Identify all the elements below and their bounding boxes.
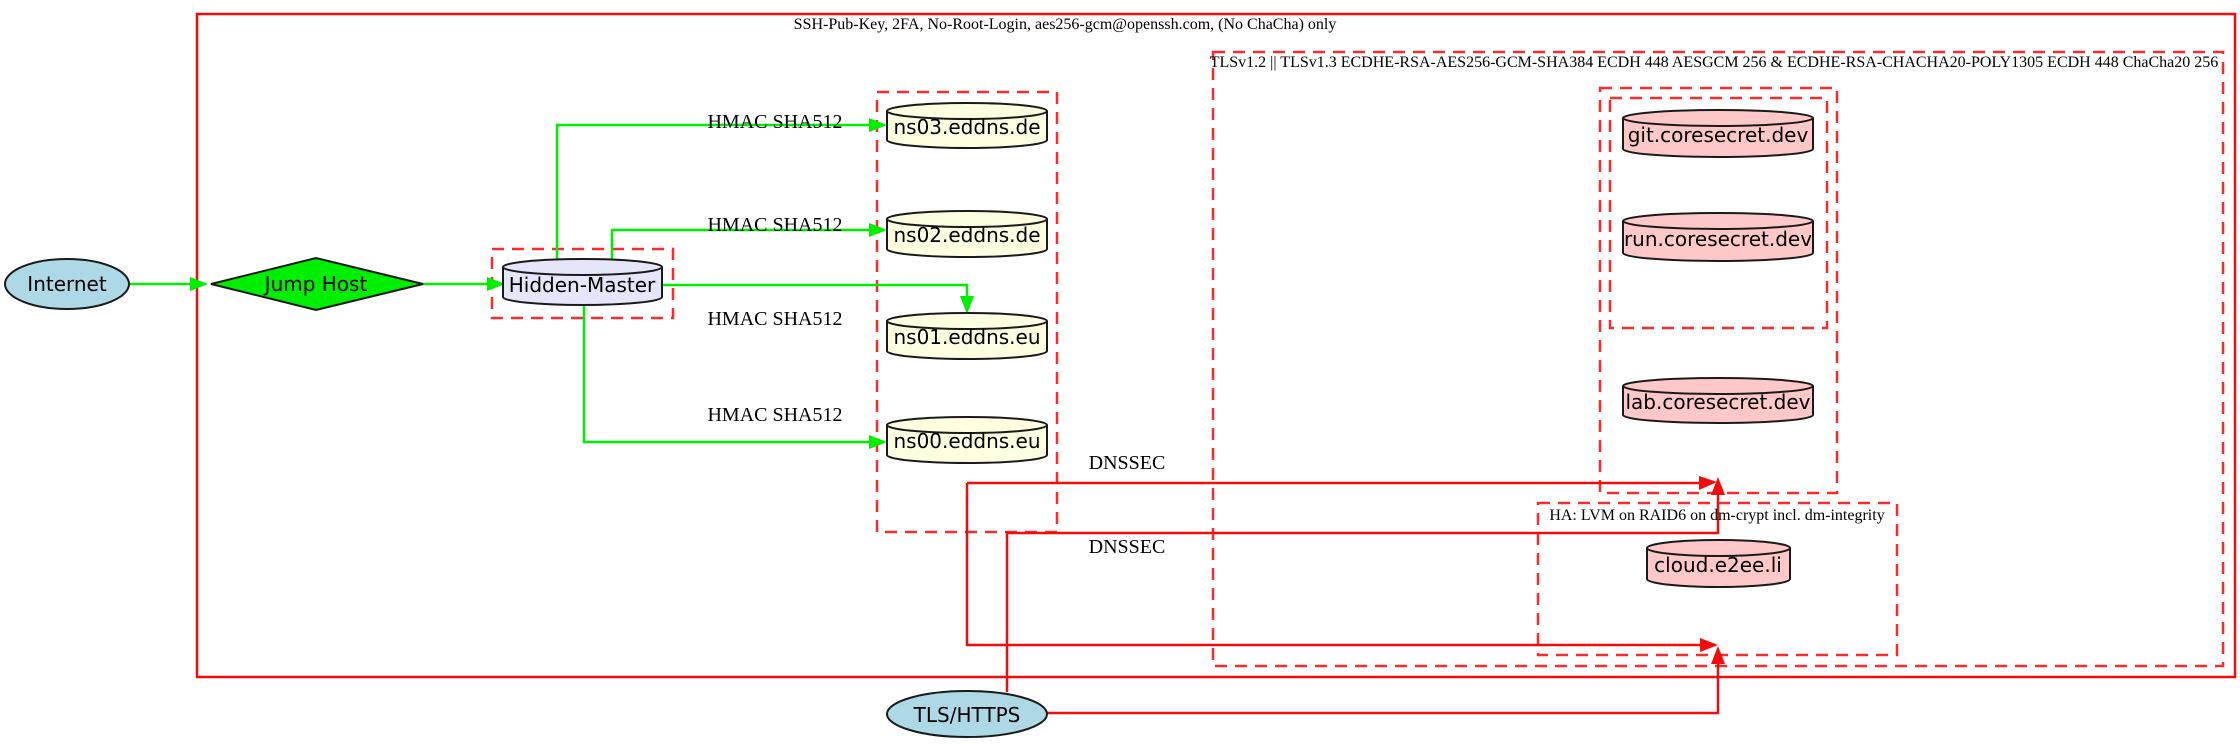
run-node: [1622, 212, 1814, 262]
red-edges: [965, 481, 1720, 715]
node-label-cloud: cloud.e2ee.li: [1654, 553, 1782, 577]
arrowhead-hiddenmaster: [487, 277, 505, 291]
node-label-jump-host: Jump Host: [264, 272, 368, 296]
edge-dnssec-to-ha: [965, 483, 1700, 647]
edge-label-hmac-ns00: HMAC SHA512: [707, 404, 843, 426]
jump-host-node: [210, 256, 424, 312]
tls-https-node: [886, 690, 1048, 738]
arrowhead-jumphost: [190, 277, 208, 291]
node-label-internet: Internet: [27, 272, 107, 296]
edge-hiddenmaster-ns01: [662, 283, 969, 296]
node-label-ns01: ns01.eddns.eu: [893, 325, 1041, 349]
green-edges: [129, 123, 969, 444]
arrowhead-coresecret-up: [1711, 477, 1725, 495]
node-label-ns02: ns02.eddns.de: [893, 223, 1041, 247]
cloud-node: [1646, 539, 1791, 588]
node-label-git: git.coresecret.dev: [1627, 123, 1809, 147]
arrowhead-ns03: [869, 118, 887, 132]
edge-hiddenmaster-ns02: [610, 228, 869, 260]
node-label-ns00: ns00.eddns.eu: [893, 429, 1041, 453]
edge-label-hmac-ns03: HMAC SHA512: [707, 111, 843, 133]
ns03-node: [886, 102, 1048, 149]
lab-node: [1622, 377, 1814, 424]
arrowhead-ns02: [869, 223, 887, 237]
arrowhead-ns00: [869, 435, 887, 449]
hidden-master-node: [502, 258, 663, 306]
edge-label-hmac-ns02: HMAC SHA512: [707, 214, 843, 236]
arrowhead-ns01: [960, 296, 974, 314]
node-label-hidden-master: Hidden-Master: [508, 273, 656, 297]
ns02-node: [886, 210, 1048, 258]
edge-hiddenmaster-ns03: [555, 123, 869, 260]
node-label-lab: lab.coresecret.dev: [1625, 390, 1811, 414]
edge-hiddenmaster-ns00: [582, 303, 869, 444]
coresecret-inner-cluster-box: [1608, 96, 1829, 330]
arrowhead-ha-left: [1700, 638, 1718, 652]
red-arrowheads: [1699, 476, 1725, 664]
git-node: [1622, 109, 1814, 158]
cluster-label-ssh-policy: SSH-Pub-Key, 2FA, No-Root-Login, aes256-…: [793, 16, 1337, 33]
cluster-label-tls-policy: TLSv1.2 || TLSv1.3 ECDHE-RSA-AES256-GCM-…: [1209, 54, 2219, 71]
edge-label-dnssec-upper: DNSSEC: [1088, 452, 1166, 474]
ssh-policy-cluster-box: [195, 12, 2237, 679]
node-label-tls-https: TLS/HTTPS: [913, 703, 1021, 727]
arrowhead-coresecret-left: [1699, 476, 1717, 490]
edge-label-hmac-ns01: HMAC SHA512: [707, 308, 843, 330]
ns01-node: [886, 312, 1048, 360]
edge-tlshttps-to-coresecret: [1005, 495, 1720, 692]
arrowhead-ha-up: [1711, 646, 1725, 664]
ns00-node: [886, 416, 1048, 464]
cluster-label-ha-storage: HA: LVM on RAID6 on dm-crypt incl. dm-in…: [1549, 507, 1885, 524]
node-label-run: run.coresecret.dev: [1623, 227, 1813, 251]
green-arrowheads: [190, 118, 974, 449]
edge-label-dnssec-lower: DNSSEC: [1088, 536, 1166, 558]
edge-tlshttps-to-ha: [1047, 664, 1720, 715]
node-label-ns03: ns03.eddns.de: [893, 115, 1041, 139]
internet-node: [4, 258, 130, 310]
